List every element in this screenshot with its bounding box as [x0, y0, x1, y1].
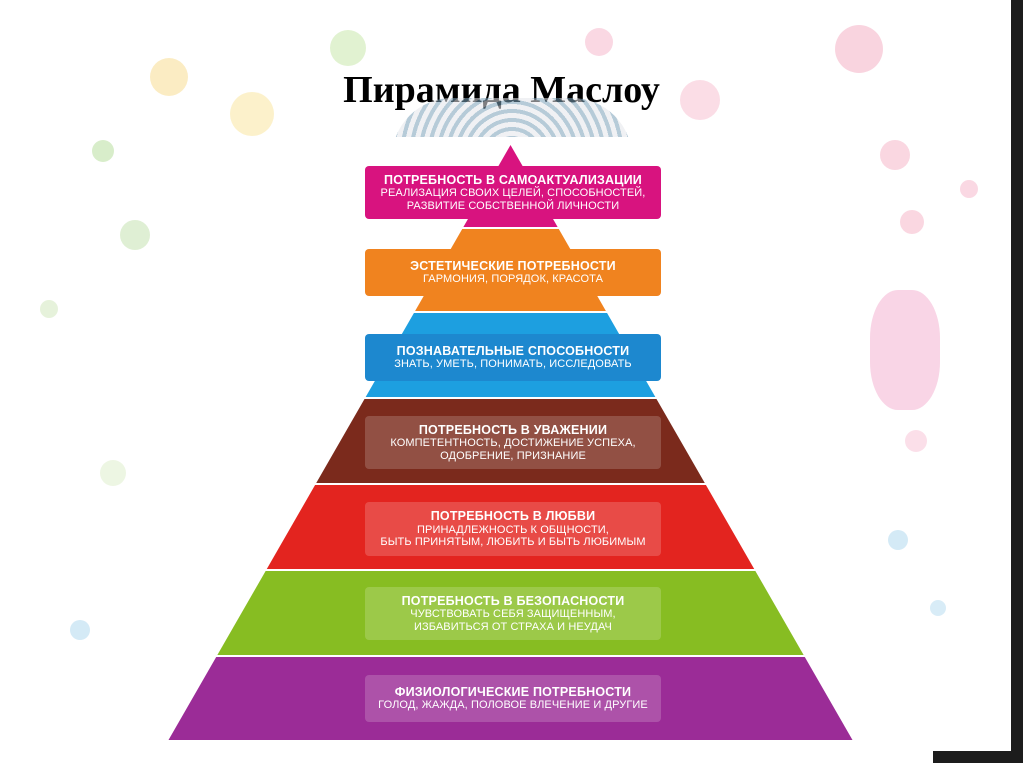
paint-splash [930, 600, 946, 616]
paint-splash [680, 80, 720, 120]
tier-description-line: КОМПЕТЕНТНОСТЬ, ДОСТИЖЕНИЕ УСПЕХА, [390, 437, 636, 450]
paint-splash [870, 290, 940, 410]
tier-description-line: РЕАЛИЗАЦИЯ СВОИХ ЦЕЛЕЙ, СПОСОБНОСТЕЙ, [380, 187, 646, 200]
pyramid-tier-esteem [316, 399, 705, 483]
paint-splash [230, 92, 274, 136]
tier-description-line: ПРИНАДЛЕЖНОСТЬ К ОБЩНОСТИ, [417, 523, 609, 536]
pyramid-tier-physiological [168, 657, 853, 740]
paint-splash [40, 300, 58, 318]
paint-splash [888, 530, 908, 550]
tier-description-line: ГАРМОНИЯ, ПОРЯДОК, КРАСОТА [422, 273, 604, 286]
paint-splash [905, 430, 927, 452]
window-edge [1011, 0, 1023, 763]
tier-title: ПОТРЕБНОСТЬ В САМОАКТУАЛИЗАЦИИ [384, 172, 642, 187]
tier-description-line: ИЗБАВИТЬСЯ ОТ СТРАХА И НЕУДАЧ [414, 620, 612, 633]
paint-splash [92, 140, 114, 162]
paint-splash [120, 220, 150, 250]
paint-splash [960, 180, 978, 198]
pyramid-tier-love [266, 485, 755, 569]
tier-title: ЭСТЕТИЧЕСКИЕ ПОТРЕБНОСТИ [410, 258, 616, 273]
paint-splash [70, 620, 90, 640]
tier-title: ПОТРЕБНОСТЬ В БЕЗОПАСНОСТИ [401, 593, 625, 608]
paint-splash [150, 58, 188, 96]
tier-description-line: БЫТЬ ПРИНЯТЫМ, ЛЮБИТЬ И БЫТЬ ЛЮБИМЫМ [380, 536, 646, 549]
tier-description-line: ГОЛОД, ЖАЖДА, ПОЛОВОЕ ВЛЕЧЕНИЕ И ДРУГИЕ [378, 699, 648, 712]
tier-description-line: ЧУВСТВОВАТЬ СЕБЯ ЗАЩИЩЕННЫМ, [410, 608, 616, 621]
tier-description-line: ЗНАТЬ, УМЕТЬ, ПОНИМАТЬ, ИССЛЕДОВАТЬ [394, 358, 632, 371]
paint-splash [100, 460, 126, 486]
paint-splash [585, 28, 613, 56]
paint-splash [900, 210, 924, 234]
tier-title: ФИЗИОЛОГИЧЕСКИЕ ПОТРЕБНОСТИ [394, 684, 632, 699]
tier-description-line: ОДОБРЕНИЕ, ПРИЗНАНИЕ [440, 449, 586, 462]
tier-title: ПОЗНАВАТЕЛЬНЫЕ СПОСОБНОСТИ [396, 343, 630, 358]
paint-splash [880, 140, 910, 170]
tier-title: ПОТРЕБНОСТЬ В ЛЮБВИ [430, 509, 596, 524]
window-edge-bottom [933, 751, 1023, 763]
paint-splash [330, 30, 366, 66]
paint-splash [835, 25, 883, 73]
pyramid-tier-safety [217, 571, 804, 655]
tier-description-line: РАЗВИТИЕ СОБСТВЕННОЙ ЛИЧНОСТИ [406, 199, 620, 212]
tier-title: ПОТРЕБНОСТЬ В УВАЖЕНИИ [418, 422, 608, 437]
